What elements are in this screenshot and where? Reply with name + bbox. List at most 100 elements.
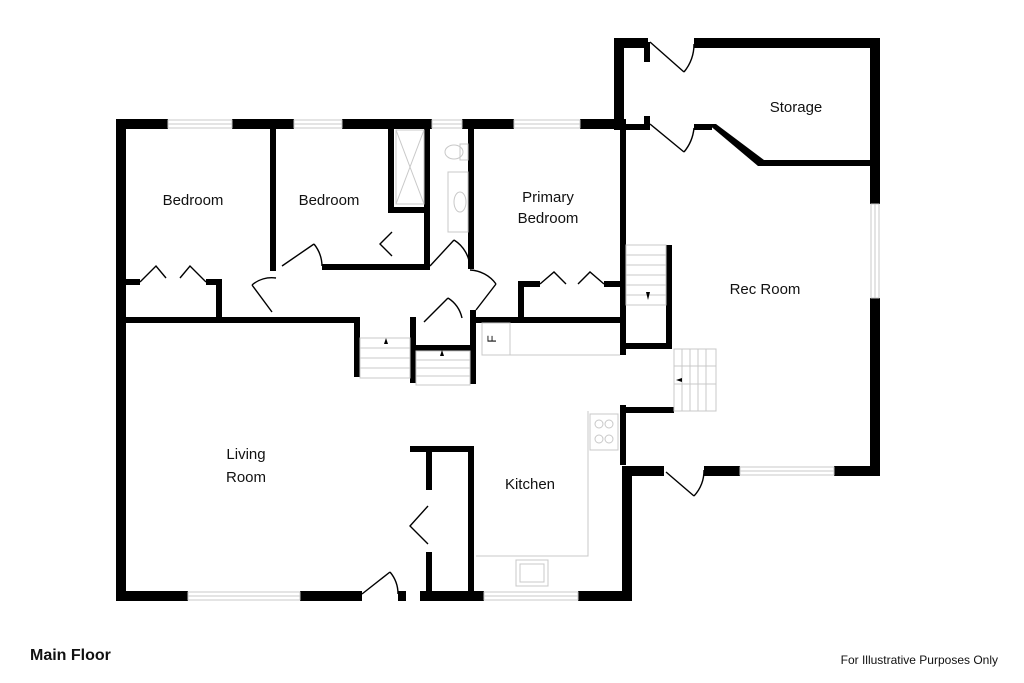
closet-door [539,271,567,285]
wall-segment [420,591,484,601]
wall-segment [342,119,432,129]
wall-segment [666,245,672,349]
room-label-living-line1: Living [226,446,265,463]
wall-segment [126,317,360,323]
floor-title: Main Floor [30,647,111,664]
wall-segment [126,279,140,285]
room-label-living-line2: Room [226,469,266,486]
wall-segment [870,298,880,476]
wall-segment [470,310,476,384]
toilet-tank [459,143,469,161]
door-swing [683,43,695,73]
interior-walls [126,42,876,596]
wall-segment [870,38,880,166]
arrow-icon [646,292,650,300]
door [475,283,497,311]
wall-segment [644,42,650,62]
wall-segment [626,124,648,130]
exterior-walls [116,38,880,601]
room-label-bedroom-1: Bedroom [163,192,224,209]
door-swing [389,571,399,595]
wall-segment [270,119,276,271]
wall-segment [300,591,362,601]
door-swing [469,269,497,285]
door-swing [447,297,463,319]
disclaimer-text: For Illustrative Purposes Only [840,653,998,667]
arrow-icon [440,350,444,356]
wall-segment [388,207,424,213]
wall-segment [398,591,406,601]
wall-segment [834,466,880,476]
wall-segment [410,446,474,452]
shower [395,129,425,205]
sink [453,191,467,213]
door [409,505,429,545]
door [423,297,449,323]
wall-segment [116,119,126,601]
wall-segment [704,466,740,476]
wall-segment [622,466,664,476]
windows [167,119,880,601]
vanity [447,171,469,233]
wall-segment [708,124,876,166]
doors [139,41,705,595]
room-label-kitchen: Kitchen [505,476,555,493]
kitchen-counter [476,411,589,557]
door [281,243,315,267]
fixtures: F [395,129,620,587]
door [361,571,391,595]
closet-door [179,264,207,283]
wall-segment [604,281,622,287]
wall-segment [694,124,712,130]
wall-segment [620,343,672,349]
wall-segment [424,119,430,270]
door-swing [313,243,323,267]
furnace-label: F [485,335,499,342]
wall-segment [580,119,626,129]
wall-segment [426,552,432,596]
wall-segment [426,446,432,490]
wall-segment [614,38,648,48]
door-swing [251,276,277,286]
wall-segment [468,119,474,269]
door [649,41,685,73]
toilet [444,144,464,160]
wall-segment [354,317,360,377]
wall-segment [620,119,626,355]
wall-segment [578,591,630,601]
kitchen-sink [515,559,549,587]
wall-segment [388,119,394,213]
wall-segment [644,116,650,130]
wall-segment [620,405,626,465]
room-label-primary-line2: Bedroom [518,210,579,227]
wall-segment [614,38,624,130]
room-label-primary-line1: Primary [522,189,574,206]
wall-segment [622,466,632,601]
room-label-storage: Storage [770,99,823,116]
door [665,471,695,497]
stair-step [673,348,717,412]
wall-segment [694,38,880,48]
wall-segment [216,279,222,321]
wall-segment [518,281,540,287]
arrow-icon [676,378,682,382]
closet-door [139,264,167,283]
door-swing [453,239,471,269]
closet-door [577,271,605,285]
wall-segment [620,407,674,413]
door [251,284,273,313]
wall-segment [518,281,524,323]
room-labels: Bedroom Bedroom Primary Bedroom Storage … [163,99,823,493]
door-swing [693,469,705,497]
wall-segment [206,279,222,285]
stove [589,413,619,451]
wall-segment [468,446,474,596]
wall-segment [410,345,470,351]
closet-door [379,231,393,257]
stairs [359,244,717,412]
wall-segment [322,264,430,270]
wall-segment [470,317,622,323]
wall-segment [462,119,514,129]
